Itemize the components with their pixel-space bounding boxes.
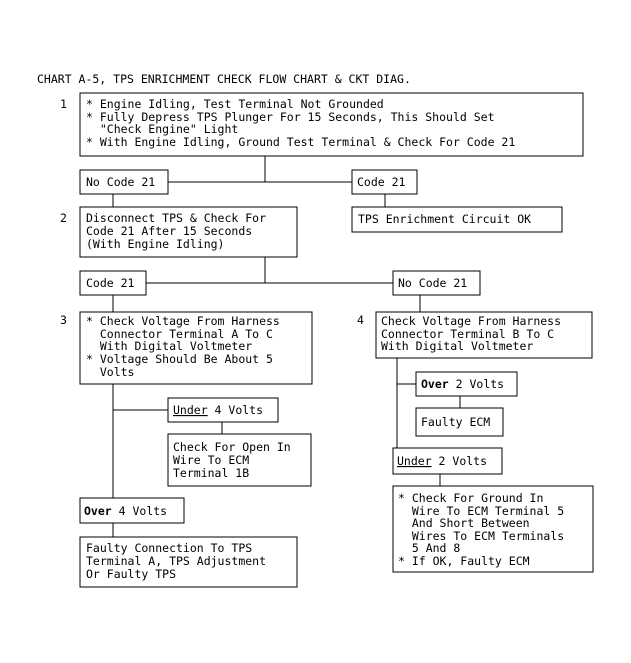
chart-title: CHART A-5, TPS ENRICHMENT CHECK FLOW CHA…	[37, 72, 411, 86]
step-4-line-2: Connector Terminal B To C	[381, 327, 554, 341]
open-wire-line-1: Check For Open In	[173, 440, 291, 454]
no-code-21-a-label: No Code 21	[86, 175, 155, 189]
step-4-line-1: Check Voltage From Harness	[381, 314, 561, 328]
code-21-a-label: Code 21	[357, 175, 406, 189]
ground-check-line-3: And Short Between	[398, 516, 530, 530]
code-21-result-b: Code 21	[79, 270, 147, 296]
under-2-volts-result: Under 2 Volts	[392, 447, 503, 475]
step-2-line-3: (With Engine Idling)	[86, 237, 224, 251]
step-number-2: 2	[60, 211, 67, 225]
faulty-connection-line-3: Or Faulty TPS	[86, 567, 176, 581]
step-2-line-2: Code 21 After 15 Seconds	[86, 224, 252, 238]
ground-check-box: * Check For Ground In Wire To ECM Termin…	[392, 485, 594, 573]
under-2-volts-label: Under 2 Volts	[397, 454, 487, 468]
step-number-3: 3	[60, 313, 67, 327]
enrichment-ok-box: TPS Enrichment Circuit OK	[351, 206, 563, 233]
no-code-21-b-label: No Code 21	[398, 276, 467, 290]
under-4-volts-result: Under 4 Volts	[167, 397, 279, 423]
step-3-line-2: Connector Terminal A To C	[86, 327, 273, 341]
ground-check-line-2: Wire To ECM Terminal 5	[398, 504, 564, 518]
ground-check-line-5: 5 And 8	[398, 541, 460, 555]
step-number-4: 4	[357, 313, 364, 327]
open-wire-line-2: Wire To ECM	[173, 453, 249, 467]
over-4-volts-result: Over 4 Volts	[79, 497, 185, 524]
step-1-line-3: "Check Engine" Light	[86, 122, 238, 136]
over-2-volts-result: Over 2 Volts	[415, 371, 518, 397]
step-1-line-4: * With Engine Idling, Ground Test Termin…	[86, 135, 515, 149]
step-3-line-1: * Check Voltage From Harness	[86, 314, 280, 328]
faulty-ecm-label: Faulty ECM	[421, 415, 490, 429]
under-4-volts-label: Under 4 Volts	[173, 403, 263, 417]
enrichment-ok-label: TPS Enrichment Circuit OK	[358, 212, 531, 226]
step-2-box: Disconnect TPS & Check For Code 21 After…	[79, 206, 298, 258]
over-2-volts-label: Over 2 Volts	[421, 377, 504, 391]
faulty-ecm-box: Faulty ECM	[415, 407, 504, 437]
over-4-volts-label: Over 4 Volts	[84, 504, 167, 518]
step-1-line-1: * Engine Idling, Test Terminal Not Groun…	[86, 97, 384, 111]
code-21-b-label: Code 21	[86, 276, 135, 290]
ground-check-line-1: * Check For Ground In	[398, 491, 543, 505]
step-3-line-5: Volts	[86, 365, 134, 379]
step-1-box: * Engine Idling, Test Terminal Not Groun…	[79, 92, 584, 157]
step-3-line-3: With Digital Voltmeter	[86, 339, 252, 353]
faulty-connection-line-2: Terminal A, TPS Adjustment	[86, 554, 266, 568]
faulty-connection-line-1: Faulty Connection To TPS	[86, 541, 252, 555]
open-wire-line-3: Terminal 1B	[173, 466, 249, 480]
connector-lines	[112, 156, 461, 537]
ground-check-line-4: Wires To ECM Terminals	[398, 529, 564, 543]
step-4-box: Check Voltage From Harness Connector Ter…	[375, 311, 593, 359]
no-code-21-result-b: No Code 21	[392, 270, 481, 296]
step-4-line-3: With Digital Voltmeter	[381, 339, 533, 353]
code-21-result-a: Code 21	[351, 169, 418, 195]
step-number-1: 1	[60, 97, 67, 111]
step-3-box: * Check Voltage From Harness Connector T…	[79, 311, 313, 385]
step-2-line-1: Disconnect TPS & Check For	[86, 211, 266, 225]
step-1-line-2: * Fully Depress TPS Plunger For 15 Secon…	[86, 110, 495, 124]
step-3-line-4: * Voltage Should Be About 5	[86, 352, 273, 366]
ground-check-line-6: * If OK, Faulty ECM	[398, 554, 530, 568]
no-code-21-result-a: No Code 21	[79, 169, 169, 195]
open-wire-box: Check For Open In Wire To ECM Terminal 1…	[167, 433, 312, 487]
faulty-connection-box: Faulty Connection To TPS Terminal A, TPS…	[79, 536, 298, 588]
